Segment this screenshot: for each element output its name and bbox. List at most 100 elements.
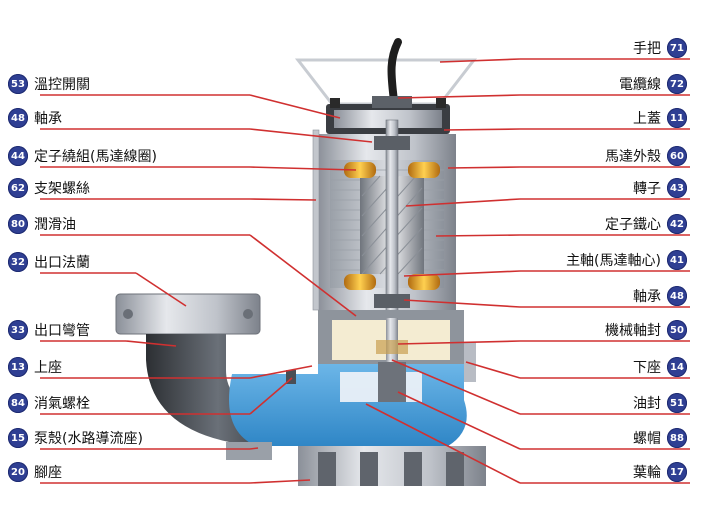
callout-number-badge: 80 [8, 214, 28, 234]
base-stand [298, 446, 486, 486]
callout-number-badge: 44 [8, 146, 28, 166]
callout-right-51: 油封 51 [633, 392, 687, 414]
leader-line-right-11-tip [443, 128, 521, 131]
callout-number-badge: 88 [667, 428, 687, 448]
leader-line-left-20-tip [249, 479, 311, 484]
leader-line-left-84-tip [249, 377, 293, 415]
callout-left-33: 33 出口彎管 [8, 319, 90, 341]
leader-line-right-72-tip [397, 94, 521, 99]
callout-number-badge: 17 [667, 462, 687, 482]
leader-line-right-60-tip [447, 166, 521, 169]
callout-text: 消氣螺栓 [34, 396, 90, 412]
callout-number-badge: 11 [667, 108, 687, 128]
callout-left-32: 32 出口法蘭 [8, 251, 90, 273]
callout-left-84: 84 消氣螺栓 [8, 392, 90, 414]
power-cable [387, 38, 402, 106]
callout-number-badge: 48 [667, 286, 687, 306]
leader-line-right-48-tip [403, 299, 521, 308]
leader-line-right-51-tip [391, 359, 521, 415]
leader-line-left-48-tip [249, 128, 373, 143]
leader-lines [40, 58, 690, 484]
callout-text: 泵殼(水路導流座) [34, 431, 143, 447]
callout-text: 上座 [34, 360, 62, 376]
callout-right-88: 螺帽 88 [633, 427, 687, 449]
callout-right-72: 電纜線 72 [619, 73, 687, 95]
callout-right-43: 轉子 43 [633, 177, 687, 199]
leader-line-left-33-tip [125, 340, 177, 347]
callout-right-41: 主軸(馬達軸心) 41 [566, 249, 687, 271]
callout-right-14: 下座 14 [633, 356, 687, 378]
callout-text: 出口彎管 [34, 323, 90, 339]
leader-line-right-50-tip [397, 340, 521, 345]
callout-left-53: 53 溫控開關 [8, 73, 90, 95]
callout-number-badge: 15 [8, 428, 28, 448]
callout-text: 手把 [633, 41, 661, 57]
callout-left-15: 15 泵殼(水路導流座) [8, 427, 143, 449]
callout-left-48: 48 軸承 [8, 107, 62, 129]
callout-right-11: 上蓋 11 [633, 107, 687, 129]
leader-line-right-71-tip [439, 58, 521, 63]
callout-number-badge: 51 [667, 393, 687, 413]
callout-number-badge: 71 [667, 38, 687, 58]
callout-text: 支架螺絲 [34, 181, 90, 197]
callout-text: 溫控開關 [34, 77, 90, 93]
leader-line-left-32-tip [135, 272, 187, 307]
oil-chamber [318, 310, 464, 364]
top-cover [326, 96, 450, 134]
callout-left-44: 44 定子繞組(馬達線圈) [8, 145, 157, 167]
leader-line-left-80-tip [249, 234, 357, 317]
callout-number-badge: 53 [8, 74, 28, 94]
callout-text: 定子繞組(馬達線圈) [34, 149, 157, 165]
callout-number-badge: 84 [8, 393, 28, 413]
callout-text: 機械軸封 [605, 323, 661, 339]
callout-text: 電纜線 [619, 77, 661, 93]
callout-number-badge: 50 [667, 320, 687, 340]
callout-number-badge: 20 [8, 462, 28, 482]
callout-text: 下座 [633, 360, 661, 376]
stator-windings [344, 162, 440, 290]
callout-number-badge: 48 [8, 108, 28, 128]
callout-number-badge: 41 [667, 250, 687, 270]
callout-number-badge: 62 [8, 178, 28, 198]
leader-line-left-15-tip [249, 447, 259, 450]
callout-text: 葉輪 [633, 465, 661, 481]
leader-line-right-17-tip [365, 403, 521, 484]
callout-right-60: 馬達外殼 60 [605, 145, 687, 167]
callout-number-badge: 14 [667, 357, 687, 377]
callout-right-42: 定子鐵心 42 [605, 213, 687, 235]
callout-text: 定子鐵心 [605, 217, 661, 233]
leader-line-right-14-tip [465, 361, 521, 379]
leader-line-right-88-tip [397, 391, 521, 450]
callout-number-badge: 42 [667, 214, 687, 234]
callout-text: 出口法蘭 [34, 255, 90, 271]
callout-number-badge: 43 [667, 178, 687, 198]
callout-left-80: 80 潤滑油 [8, 213, 76, 235]
callout-text: 馬達外殼 [605, 149, 661, 165]
callout-number-badge: 60 [667, 146, 687, 166]
bearings [374, 136, 410, 308]
callout-right-71: 手把 71 [633, 37, 687, 59]
callout-text: 上蓋 [633, 111, 661, 127]
callout-number-badge: 33 [8, 320, 28, 340]
callout-left-62: 62 支架螺絲 [8, 177, 90, 199]
callout-left-20: 20 腳座 [8, 461, 62, 483]
callout-text: 軸承 [34, 111, 62, 127]
leader-line-right-43-tip [405, 198, 521, 207]
callout-text: 潤滑油 [34, 217, 76, 233]
leader-line-left-13-tip [249, 365, 313, 379]
callout-right-50: 機械軸封 50 [605, 319, 687, 341]
leader-line-right-41-tip [403, 270, 521, 277]
callout-text: 螺帽 [633, 431, 661, 447]
callout-text: 轉子 [633, 181, 661, 197]
callout-text: 腳座 [34, 465, 62, 481]
leader-line-left-44-tip [249, 166, 357, 171]
callout-text: 油封 [633, 396, 661, 412]
callout-text: 主軸(馬達軸心) [566, 253, 661, 269]
leader-line-left-62-tip [249, 198, 317, 201]
callout-number-badge: 32 [8, 252, 28, 272]
leader-line-left-53-tip [249, 94, 341, 119]
callout-number-badge: 72 [667, 74, 687, 94]
